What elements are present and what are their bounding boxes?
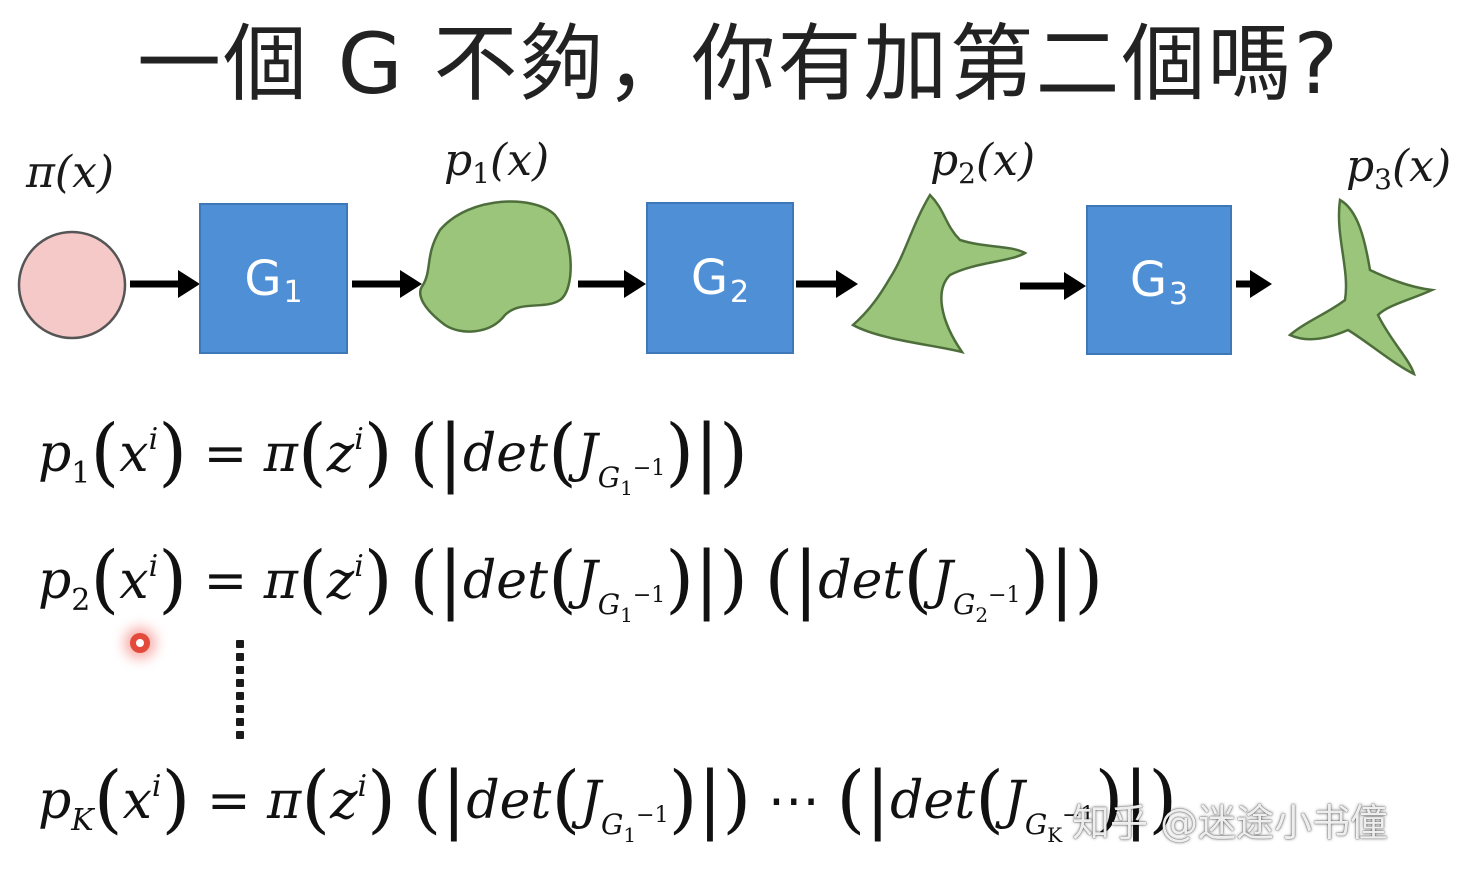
- arrow-4: [796, 270, 858, 298]
- eq-lhs-sub: 2: [71, 583, 91, 618]
- output-label-sub: 3: [1374, 163, 1392, 196]
- eq-z: z: [326, 551, 355, 611]
- eq-pi: π: [263, 424, 298, 484]
- generator-label: G: [690, 250, 729, 306]
- output-label-sub: 1: [472, 157, 490, 190]
- generator-label: G: [1129, 252, 1168, 308]
- eq-jacobian-g-index: 1: [620, 603, 633, 627]
- output-label-p1: p1(x): [444, 136, 549, 199]
- arrow-2: [352, 270, 422, 298]
- arrow-6: [1236, 270, 1272, 298]
- eq-inverse-marker: −1: [988, 583, 1021, 608]
- eq-lhs-fn: p: [38, 424, 72, 484]
- eq-equals: =: [203, 551, 248, 611]
- eq-pi: π: [267, 771, 302, 831]
- input-label-text: π(x): [26, 147, 115, 198]
- eq-z-sup: i: [354, 422, 364, 457]
- output-label-sub: 2: [958, 157, 976, 190]
- eq-z-sup: i: [354, 549, 364, 584]
- output-label-fn: p: [444, 135, 473, 186]
- eq-lhs-x: x: [122, 771, 152, 831]
- eq-inverse-marker: −1: [1062, 803, 1095, 828]
- laser-pointer-dot: [130, 633, 150, 653]
- slide-title: 一個 G 不夠，你有加第二個嗎?: [136, 15, 1341, 113]
- eq-jacobian: J: [576, 551, 598, 611]
- eq-jacobian-g-index: 2: [975, 603, 989, 627]
- eq-lhs-sup: i: [151, 769, 162, 804]
- zhihu-watermark: 知乎 @迷途小书僮: [1072, 801, 1389, 845]
- eq-jacobian: J: [576, 424, 598, 484]
- eq-lhs-sup: i: [148, 422, 159, 457]
- generator-subscript: 3: [1169, 276, 1189, 312]
- eq-equals: =: [206, 771, 251, 831]
- generator-subscript: 1: [283, 275, 303, 310]
- eq-det: det: [463, 424, 548, 484]
- eq-det: det: [818, 551, 904, 611]
- eq-lhs-fn: p: [38, 771, 72, 831]
- eq-lhs-sub: 1: [71, 456, 91, 491]
- eq-pi: π: [263, 551, 298, 611]
- vertical-ellipsis: [236, 640, 250, 739]
- eq-det: det: [466, 771, 552, 831]
- output-label-p3: p3(x): [1346, 142, 1451, 205]
- eq-z: z: [326, 424, 355, 484]
- eq-z: z: [330, 771, 358, 831]
- output-label-arg: (x): [490, 135, 550, 186]
- distribution-blob-p2: [850, 192, 1028, 355]
- eq-jacobian-g-index: 1: [620, 476, 633, 500]
- output-label-fn: p: [1346, 141, 1375, 192]
- output-label-p2: p2(x): [930, 136, 1035, 199]
- eq-lhs-sup: i: [148, 549, 159, 584]
- eq-jacobian: J: [1003, 771, 1025, 831]
- eq-lhs-x: x: [119, 551, 149, 611]
- input-distribution-circle: [17, 230, 127, 340]
- eq-jacobian-g-index: 1: [623, 823, 637, 847]
- eq-inverse-marker: −1: [636, 803, 669, 828]
- eq-z-sup: i: [357, 769, 368, 804]
- distribution-blob-p1: [419, 200, 572, 333]
- equation-1: p1(xi) = π(zi) (|det(JG1−1)|): [38, 409, 748, 500]
- eq-lhs-sub: K: [71, 803, 94, 838]
- output-label-arg: (x): [976, 135, 1036, 186]
- equation-2: p2(xi) = π(zi) (|det(JG1−1)|) (|det(JG2−…: [38, 536, 1104, 627]
- generator-label: G: [244, 250, 282, 307]
- eq-jacobian: J: [932, 551, 953, 611]
- eq-det: det: [890, 771, 976, 831]
- eq-inverse-marker: −1: [632, 583, 666, 608]
- eq-lhs-fn: p: [38, 551, 72, 611]
- arrow-5: [1020, 272, 1086, 300]
- distribution-blob-p3: [1287, 198, 1437, 377]
- generator-subscript: 2: [730, 274, 750, 310]
- eq-equals: =: [203, 424, 248, 484]
- input-label: π(x): [26, 148, 114, 198]
- equation-k: pK(xi) = π(zi) (|det(JG1−1)|) ⋯ (|det(JG…: [38, 756, 1178, 847]
- output-label-arg: (x): [1392, 141, 1452, 192]
- eq-midline-ellipsis: ⋯: [767, 771, 820, 831]
- eq-lhs-x: x: [119, 424, 149, 484]
- eq-jacobian-g-index: K: [1047, 823, 1063, 847]
- eq-inverse-marker: −1: [632, 456, 666, 481]
- eq-det: det: [463, 551, 548, 611]
- arrow-3: [578, 270, 646, 298]
- arrow-1: [130, 270, 200, 298]
- output-label-fn: p: [930, 135, 959, 186]
- eq-jacobian: J: [580, 771, 602, 831]
